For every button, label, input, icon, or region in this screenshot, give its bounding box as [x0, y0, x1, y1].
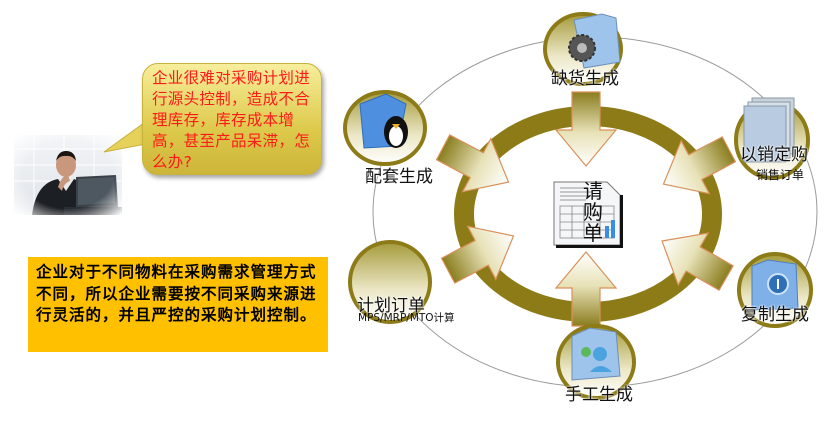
penguin-folder-icon: [359, 93, 408, 149]
node-label-plan: 计划订单: [357, 296, 425, 316]
node-circle-plan: [348, 240, 432, 324]
users-folder-icon: [571, 327, 621, 381]
center-label: 请购单: [583, 179, 603, 245]
speech-bubble: [142, 63, 322, 175]
node-label-sales: 以销定购: [740, 145, 808, 165]
stacked-pages-icon: [743, 97, 795, 163]
node-label-manual: 手工生成: [565, 385, 633, 405]
info-box-text: 企业对于不同物料在采购需求管理方式不同，所以企业需要按不同采购来源进行灵活的，并…: [36, 263, 317, 324]
businessman-photo: [14, 135, 122, 215]
gear-folder-icon: [568, 13, 621, 69]
copy-folder-icon: [751, 259, 799, 311]
node-sub-plan: MPS/MRP/MTO计算: [358, 312, 455, 324]
node-label-shortage: 缺货生成: [551, 69, 619, 89]
info-box: [28, 257, 328, 352]
speech-bubble-text: 企业很难对采购计划进行源头控制，造成不合理库存，库存成本增高，甚至产品呆滞，怎么…: [152, 69, 311, 171]
spreadsheet-document-icon: [553, 181, 623, 248]
node-label-kit: 配套生成: [365, 167, 433, 187]
node-sub-sales: 销售订单: [756, 168, 805, 182]
node-label-copy: 复制生成: [741, 305, 809, 325]
